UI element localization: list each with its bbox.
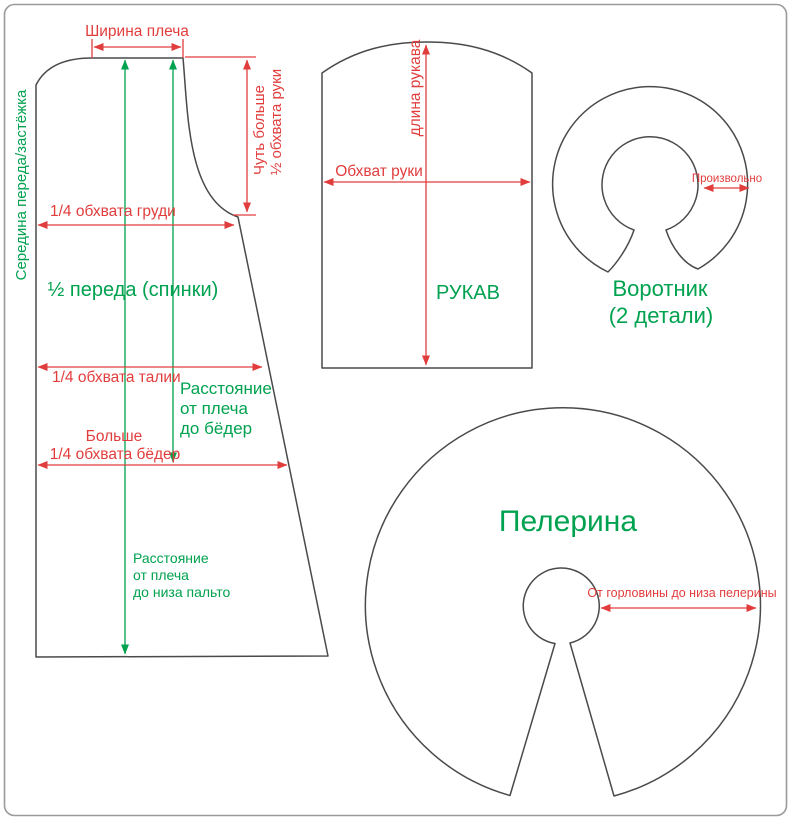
shoulder-to-hem-label-line3: до низа пальто <box>133 584 230 600</box>
collar-width-label: Произвольно <box>692 173 762 185</box>
shoulder-to-hips-label-line3: до бёдер <box>180 419 252 438</box>
cape-piece: Пелерина От горловины до низа пелерины <box>364 407 777 797</box>
armhole-depth-label-line2: ½ обхвата руки <box>268 69 285 175</box>
sleeve-title: РУКАВ <box>436 282 500 304</box>
half-front-label: ½ переда (спинки) <box>48 279 219 301</box>
sleeve-piece: длина рукава Обхват руки РУКАВ <box>321 39 533 369</box>
cape-radius-label: От горловины до низа пелерины <box>587 586 776 600</box>
coat-body-piece: Ширина плеча Чуть больше ½ обхвата руки … <box>13 23 329 658</box>
sleeve-outline <box>321 41 533 369</box>
shoulder-width-label: Ширина плеча <box>85 23 189 40</box>
collar-title-line2: (2 детали) <box>609 303 714 328</box>
sleeve-length-label: длина рукава <box>407 39 424 136</box>
waist-label: 1/4 обхвата талии <box>52 369 181 386</box>
hips-label-line2: 1/4 обхвата бёдер <box>50 446 181 463</box>
collar-piece: Произвольно Воротник (2 детали) <box>551 85 762 328</box>
shoulder-to-hem-label-line1: Расстояние <box>133 550 209 566</box>
cape-title: Пелерина <box>499 505 637 538</box>
hips-label-line1: Больше <box>86 428 143 445</box>
cape-outline <box>364 407 762 797</box>
collar-title-line1: Воротник <box>612 276 707 301</box>
collar-outline <box>551 85 749 273</box>
chest-label: 1/4 обхвата груди <box>50 203 176 220</box>
shoulder-to-hips-label-line2: от плеча <box>180 399 248 418</box>
shoulder-to-hips-label-line1: Расстояние <box>180 379 272 398</box>
sleeve-girth-label: Обхват руки <box>335 163 423 180</box>
armhole-depth-label-line1: Чуть больше <box>251 85 268 175</box>
center-front-label: Середина переда/застёжка <box>13 89 30 280</box>
shoulder-to-hem-label-line2: от плеча <box>133 567 189 583</box>
coat-body-outline <box>35 57 329 658</box>
